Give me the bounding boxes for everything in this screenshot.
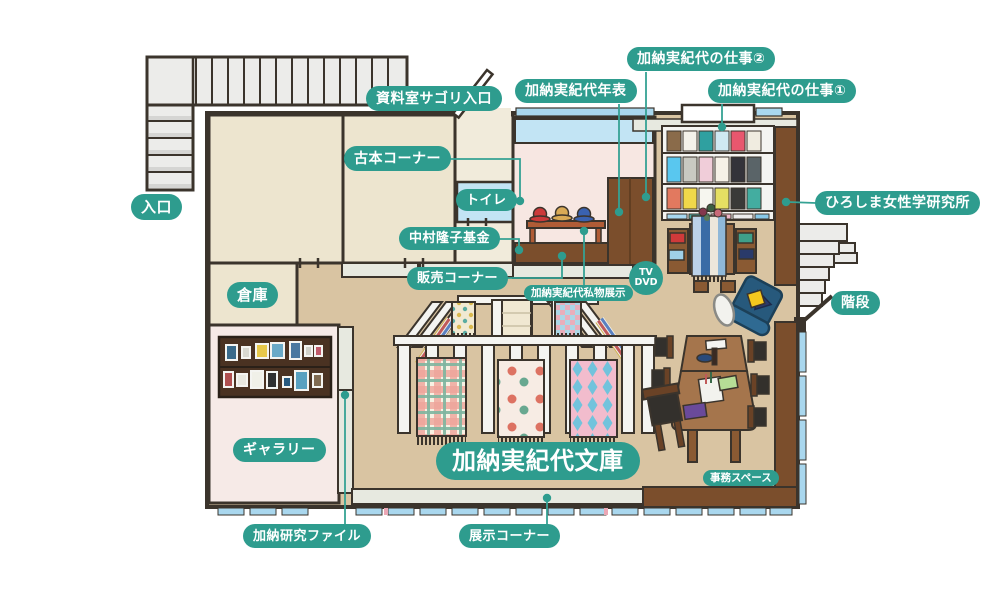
dvd-text: DVD [634,277,658,288]
entrance-door [680,103,756,124]
label-office-space: 事務スペース [703,470,779,486]
label-sagori-entrance: 資料室サゴリ入口 [366,86,502,111]
label-toilet: トイレ [456,189,517,211]
label-used-books-corner: 古本コーナー [344,146,451,171]
reading-table [667,203,757,293]
hat-straw [551,205,573,222]
label-tv-dvd: TV DVD [629,261,663,295]
textiles-front-row [416,357,618,446]
leader-lines [344,72,817,524]
label-kano-research-files: 加納研究ファイル [243,524,372,548]
facility-title: 加納実紀代文庫 [436,442,640,480]
office-tables [670,335,758,463]
research-room [632,118,798,293]
textiles-back-row [451,299,582,339]
bookshelf [661,125,775,221]
white-stool [712,293,736,327]
label-personal-items-exhibit: 加納実紀代私物展示 [524,285,633,301]
sofa [723,275,784,337]
leader-dots [340,122,791,503]
label-works-1: 加納実紀代の仕事① [708,79,857,103]
tv-text: TV [639,266,653,278]
label-exhibition-corner: 展示コーナー [459,524,561,548]
label-hiroshima-institute: ひろしま女性学研究所 [815,191,980,215]
hats-table [526,205,606,244]
exterior-stairs-right [794,223,858,332]
office-area [351,275,798,508]
label-stairs: 階段 [831,291,880,315]
office-chairs [640,335,770,452]
label-nakamura-fund: 中村隆子基金 [399,227,501,250]
hat-red [529,206,551,223]
library-stacks [393,295,657,446]
hat-blue [573,206,595,223]
right-windows [798,331,807,505]
label-storage: 倉庫 [227,282,279,308]
entrance-stairs [145,55,409,192]
label-works-2: 加納実紀代の仕事② [627,47,776,71]
label-chronology: 加納実紀代年表 [515,79,637,103]
label-sales-corner: 販売コーナー [407,267,509,290]
label-entrance: 入口 [131,194,183,220]
exhibition-shelf [351,488,644,505]
label-gallery: ギャラリー [233,438,326,462]
bottom-windows [217,507,793,516]
frame-display-case [217,335,333,399]
